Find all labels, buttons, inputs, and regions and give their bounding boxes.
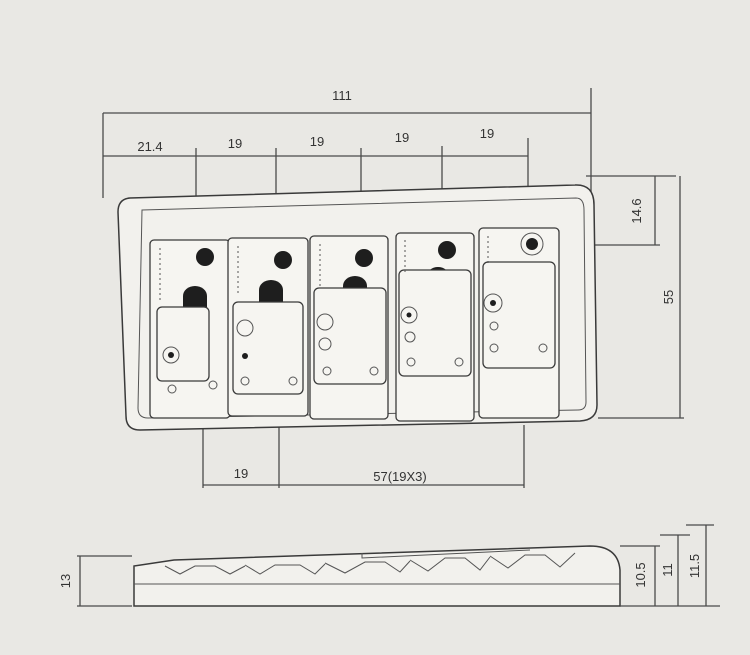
saddle-scale-ticks	[159, 236, 489, 300]
bottom-left-spacing-label: 19	[234, 466, 248, 481]
height-offset-label: 14.6	[629, 198, 644, 223]
spacing-label-2: 19	[310, 134, 324, 149]
first-offset-label: 21.4	[137, 139, 162, 154]
side-left-height-label: 13	[58, 574, 73, 588]
body-height-label: 55	[661, 290, 676, 304]
dimension-bottom-spacing: 19 57(19X3)	[202, 425, 525, 488]
overall-width-label: 111	[332, 88, 352, 103]
saddle-5	[478, 227, 560, 419]
bottom-span-label: 57(19X3)	[373, 469, 426, 484]
saddle-3	[309, 235, 389, 420]
spacing-label-1: 19	[228, 136, 242, 151]
saddle-4	[395, 232, 475, 422]
spacing-label-4: 19	[480, 126, 494, 141]
saddle-1	[149, 239, 231, 419]
saddle-2	[227, 237, 309, 417]
side-height-label-3: 11.5	[687, 554, 702, 578]
spacing-label-3: 19	[395, 130, 409, 145]
dimension-body-height: 55	[598, 176, 684, 419]
side-height-label-2: 11	[660, 563, 675, 577]
side-view: 13 10.5 11 11.5	[58, 524, 720, 607]
side-height-label-1: 10.5	[633, 562, 648, 587]
